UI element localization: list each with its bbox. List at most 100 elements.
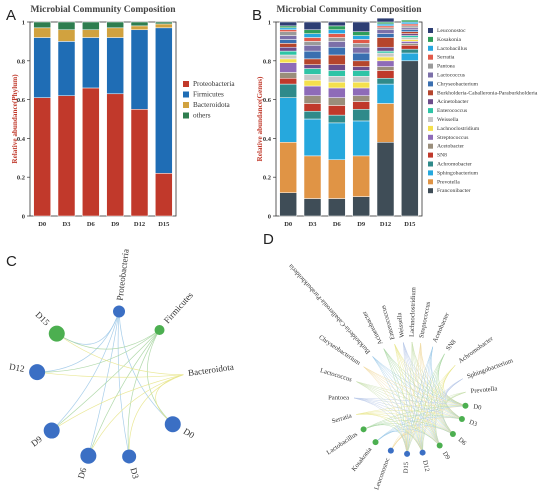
bar-segment-lactobacillus-d0 [279, 27, 297, 31]
bar-segment-sn8-d0 [279, 78, 297, 85]
x-tick-label: D3 [309, 221, 318, 228]
bar-segment-sn8-d3 [303, 103, 322, 112]
y-tick-label: 0 [268, 214, 271, 221]
bar-segment-prevotella-d9 [352, 155, 370, 197]
bar-segment-enterococcus-d3 [303, 68, 322, 75]
edge-enterococcus-d15 [394, 344, 408, 454]
node-label-sn8: SN8 [445, 338, 458, 352]
bar-segment-lachnoclostridium-d12 [376, 56, 395, 62]
node-d0 [462, 402, 469, 409]
node-label-sphingobacterium: Sphingobacterium [466, 357, 515, 380]
bar-segment-lactococcus-d0 [279, 35, 297, 40]
bar-segment-others-d0 [33, 21, 51, 29]
edge-pantoea-d6 [353, 397, 454, 435]
bar-segment-acinetobacter-d0 [279, 46, 297, 52]
bar-segment-weissella-d9 [352, 76, 370, 83]
edge-pantoea-d9 [353, 397, 440, 446]
legend-label-serratia: Serratia [437, 55, 455, 61]
legend-swatch-leuconostoc [428, 28, 433, 33]
legend-label-weissella: Weissella [437, 117, 459, 123]
bar-segment-leuconostoc-d0 [279, 21, 297, 27]
node-label-acetobacter: Acetobacter [432, 311, 452, 344]
y-tick-label: 0 [22, 214, 25, 221]
node-label-pantoea: Pantoea [328, 395, 349, 402]
bar-segment-firmicutes-d12 [130, 29, 149, 110]
bar-segment-achromobacter-d6 [328, 114, 346, 124]
y-tick-label: 1 [268, 20, 271, 27]
bar-segment-sphingobacterium-d12 [376, 83, 395, 104]
legend-swatch-sn8 [428, 152, 433, 158]
bar-segment-lachnoclostridium-d6 [328, 81, 346, 89]
node-label-achromobacter: Achromobacter [457, 335, 495, 365]
node-d9 [43, 422, 60, 439]
edge-pantoea-d3 [353, 397, 462, 420]
bar-segment-burkholderia-caballeronia-paraburkholderia-d9 [352, 60, 370, 67]
legend-swatch-streptococcus [428, 134, 433, 140]
x-tick-label: D15 [158, 221, 170, 228]
node-d6 [80, 447, 97, 464]
bar-segment-achromobacter-d12 [376, 78, 395, 85]
node-label-d3: D3 [468, 419, 479, 429]
bar-segment-sphingobacterium-d6 [328, 122, 346, 160]
edge-sn8-d9 [431, 353, 445, 446]
bar-segment-acetobacter-d6 [328, 97, 346, 106]
edge-lactobacillus-d6 [363, 420, 454, 435]
node-label-proteobacteria: Proteobacteria [115, 248, 131, 301]
edge-proteobacteria-d6 [88, 311, 120, 456]
legend-label-prevotella: Prevotella [437, 179, 460, 185]
bar-segment-weissella-d15 [401, 37, 419, 40]
legend-swatch-kosakonia [428, 36, 433, 42]
bar-segment-franconibacter-d12 [376, 142, 395, 217]
edge-chryseobacterium-d6 [363, 366, 454, 435]
edge-sn8-d15 [406, 353, 445, 454]
network-edges [353, 341, 466, 454]
node-label-lactobacillus: Lactobacillus [326, 431, 360, 457]
edge-serratia-d9 [356, 413, 440, 446]
bar-segment-others-d9 [106, 21, 124, 29]
legend-label-lactobacillus: Lactobacillus [437, 46, 467, 52]
x-tick-label: D6 [333, 221, 342, 228]
bar-segment-lachnoclostridium-d9 [352, 81, 370, 89]
legend-label-burkholderia-caballeronia-paraburkholderia: Burkholderia-Caballeronia-Paraburkholder… [437, 90, 538, 96]
bar-segment-serratia-d0 [279, 29, 297, 32]
bar-segment-chryseobacterium-d15 [401, 29, 419, 32]
edge-chryseobacterium-d0 [363, 366, 466, 407]
bar-segment-streptococcus-d0 [279, 62, 297, 73]
x-tick-label: D6 [87, 221, 96, 228]
bar-segment-franconibacter-d0 [279, 192, 297, 217]
bar-segment-acinetobacter-d3 [303, 64, 322, 69]
edge-firmicutes-d3 [127, 329, 160, 457]
bar-segment-achromobacter-d9 [352, 109, 370, 122]
bar-segment-firmicutes-d9 [106, 37, 124, 95]
node-label-d12: D12 [421, 460, 430, 473]
bar-segment-lachnoclostridium-d3 [303, 79, 322, 87]
node-label-lactococcus: Lactococcus [319, 367, 353, 383]
edge-acetobacter-d9 [427, 346, 440, 446]
node-label-d9: D9 [441, 450, 452, 461]
bar-segment-acinetobacter-d15 [401, 33, 419, 36]
bar-segment-franconibacter-d6 [328, 198, 346, 217]
edge-sn8-d12 [421, 353, 445, 453]
node-label-d9: D9 [29, 434, 44, 449]
bar-segment-bacteroidota-d15 [155, 23, 173, 29]
legend-swatch-lachnoclostridium [428, 125, 433, 131]
bar-segment-others-d15 [155, 21, 173, 25]
node-d15 [404, 450, 411, 457]
legend-swatch-lactococcus [428, 72, 433, 78]
edge-firmicutes-d12 [37, 329, 160, 373]
legend-swatch-franconibacter [428, 188, 433, 194]
legend-swatch-pantoea [428, 63, 433, 69]
legend-swatch-firmicutes [183, 91, 189, 98]
bar-segment-sn8-d9 [352, 101, 370, 110]
legend-swatch-proteobacteria [183, 81, 189, 87]
bar-segment-leuconostoc-d12 [376, 17, 395, 23]
y-tick-label: 0.6 [263, 97, 272, 104]
edge-acinetobacter-d9 [383, 348, 440, 446]
bar-segment-acetobacter-d9 [352, 95, 370, 102]
bar-segment-acetobacter-d3 [303, 95, 322, 104]
x-tick-label: D9 [357, 221, 366, 228]
x-tick-label: D0 [284, 221, 292, 228]
bar-segment-acinetobacter-d9 [352, 66, 370, 71]
bar-segment-franconibacter-d3 [303, 198, 322, 217]
chart-title: Microbial Community Composition [31, 5, 177, 15]
